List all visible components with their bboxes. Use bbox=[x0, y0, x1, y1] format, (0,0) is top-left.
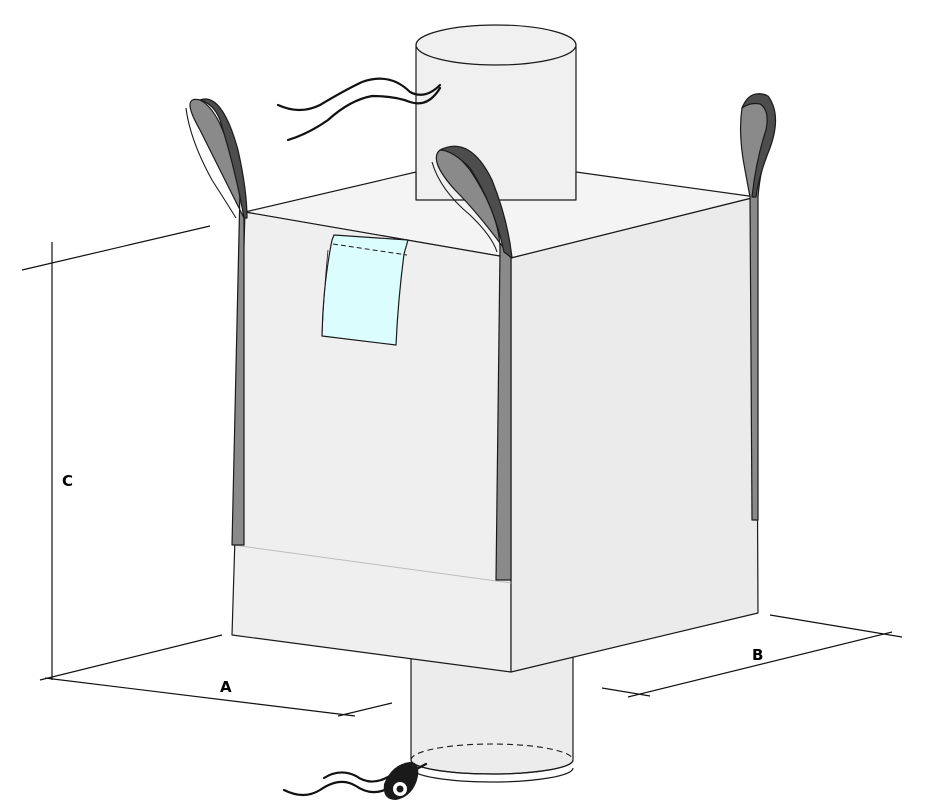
dimension-b-left-extension bbox=[601, 687, 651, 697]
cord-lock-icon bbox=[383, 762, 419, 800]
dimension-b-label: B bbox=[752, 646, 763, 664]
document-pocket bbox=[321, 234, 409, 346]
lifting-strap-front-center bbox=[431, 145, 513, 581]
dimension-a-line bbox=[44, 677, 356, 717]
lifting-strap-rear-right bbox=[739, 93, 777, 521]
top-tie-string bbox=[276, 77, 442, 142]
dimension-b-line bbox=[627, 631, 893, 698]
dimension-a-left-extension bbox=[39, 634, 223, 681]
dimension-b-right-extension bbox=[769, 614, 903, 638]
dimension-a-right-extension bbox=[337, 702, 393, 717]
top-filling-spout bbox=[415, 24, 577, 215]
dimension-lines bbox=[21, 225, 903, 717]
dimension-c-label: C bbox=[62, 472, 73, 490]
dimension-c-top-extension bbox=[21, 225, 211, 271]
lifting-strap-front-left bbox=[185, 98, 248, 546]
bag-side-panel bbox=[510, 196, 759, 673]
bottom-discharge-spout bbox=[410, 654, 574, 783]
dimension-a-label: A bbox=[220, 678, 232, 696]
